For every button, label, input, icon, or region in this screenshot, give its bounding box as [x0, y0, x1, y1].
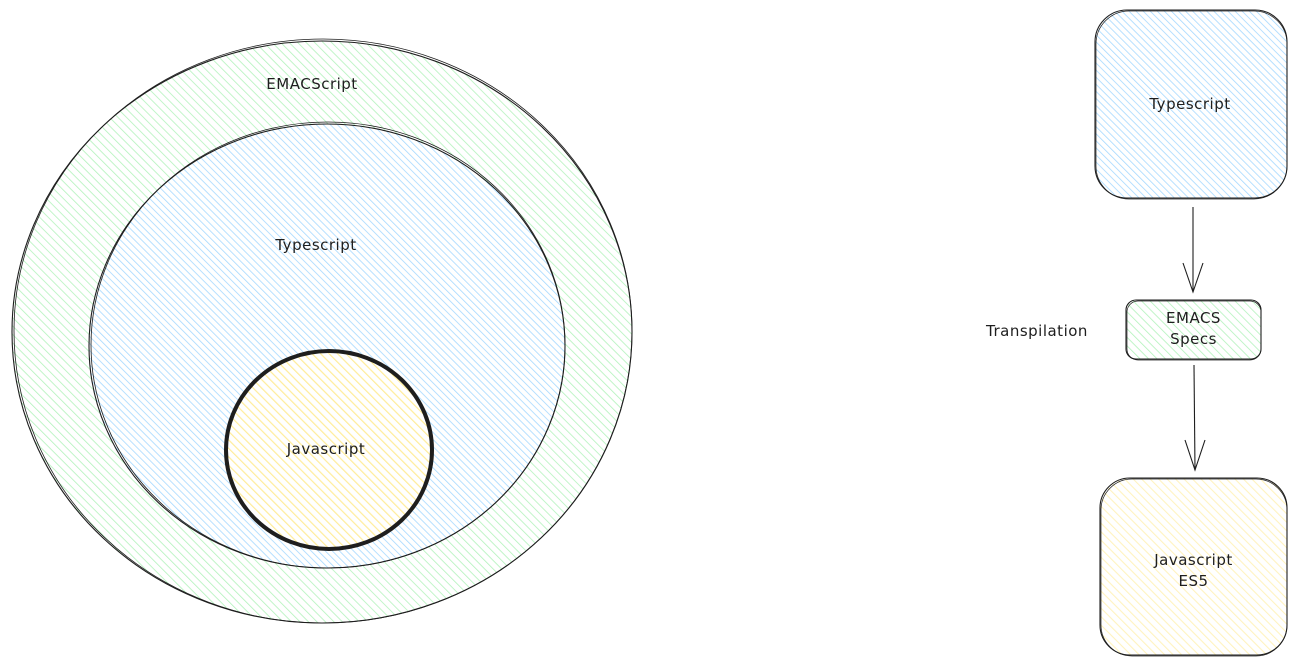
javascript-es5-box — [1099, 477, 1288, 657]
emacs-specs-line1: EMACS — [1166, 309, 1221, 327]
javascript-circle — [224, 349, 434, 551]
arrow-emacs-to-javascript — [1184, 364, 1206, 472]
typescript-label: Typescript — [275, 236, 357, 254]
typescript-box-label: Typescript — [1149, 95, 1231, 113]
emacs-specs-label: EMACS Specs — [1126, 308, 1261, 350]
typescript-circle — [88, 121, 566, 569]
emacs-specs-line2: Specs — [1170, 330, 1217, 348]
javascript-es5-line2: ES5 — [1178, 572, 1209, 590]
emacs-specs-box — [1125, 299, 1262, 361]
javascript-label: Javascript — [286, 440, 366, 458]
javascript-es5-line1: Javascript — [1154, 551, 1233, 569]
javascript-es5-label: Javascript ES5 — [1100, 550, 1287, 592]
emacscript-label: EMACScript — [266, 75, 358, 93]
typescript-box — [1094, 9, 1288, 200]
arrow-typescript-to-emacs — [1182, 207, 1204, 294]
transpilation-label: Transpilation — [986, 322, 1088, 340]
